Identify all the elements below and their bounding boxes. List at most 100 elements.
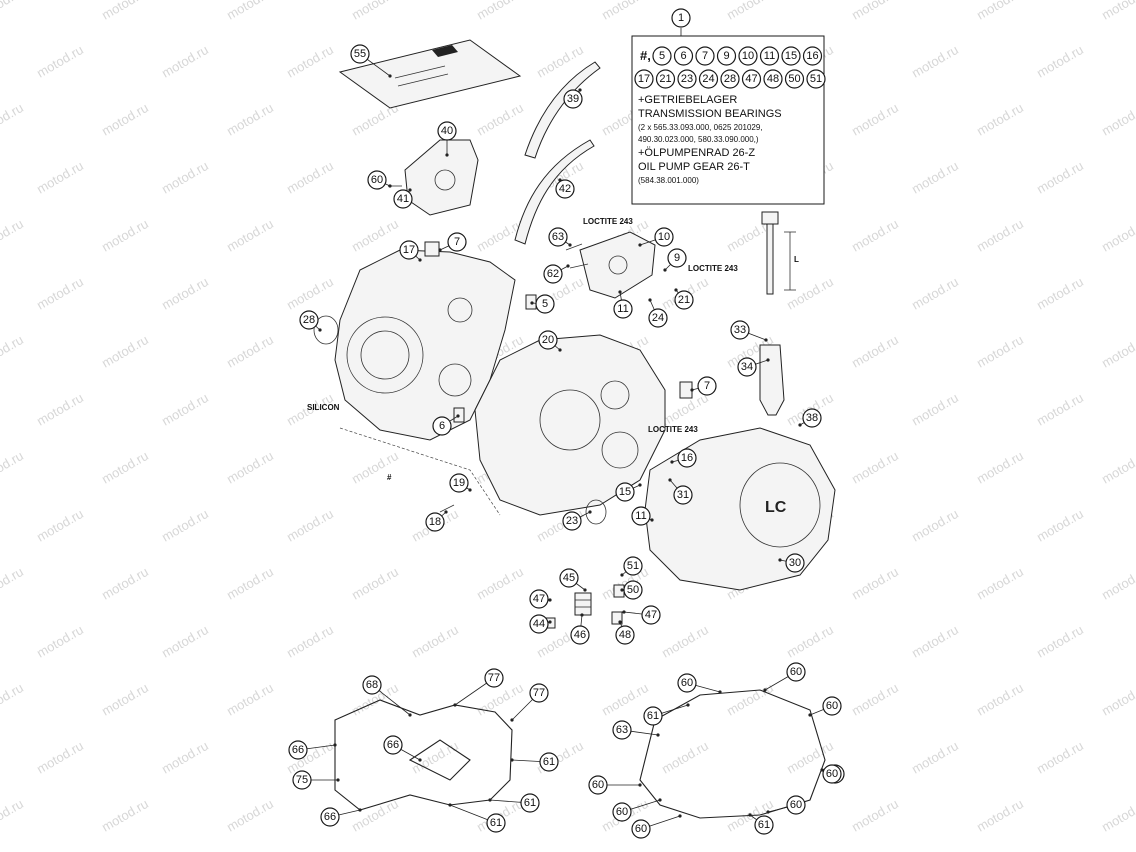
info-box-line: +GETRIEBELAGER	[638, 94, 737, 106]
watermark-text: motod.ru	[224, 448, 276, 487]
watermark-text: motod.ru	[474, 0, 526, 23]
leader-dot	[618, 290, 622, 294]
watermark-text: motod.ru	[909, 738, 961, 777]
callout-label: 33	[734, 324, 746, 336]
kit-item-11: 11	[759, 46, 780, 66]
info-box-line: OIL PUMP GEAR 26-T	[638, 161, 750, 173]
callout-label: 28	[303, 314, 315, 326]
watermark-text: motod.ru	[909, 274, 961, 313]
watermark-text: motod.ru	[849, 216, 901, 255]
watermark-text: motod.ru	[159, 274, 211, 313]
watermark-text: motod.ru	[849, 680, 901, 719]
callout-label: 15	[619, 486, 631, 498]
callout-68: 68	[362, 675, 382, 695]
kit-item-16: 16	[802, 46, 823, 66]
leader-dot	[510, 718, 514, 722]
leader-dot	[678, 814, 682, 818]
kit-item-7: 7	[695, 46, 715, 66]
watermark-text: motod.ru	[1099, 0, 1136, 23]
callout-label: 31	[677, 489, 689, 501]
callout-label: 61	[647, 710, 659, 722]
callout-40: 40	[437, 121, 457, 141]
kit-item-label: 50	[788, 73, 800, 85]
callout-75: 75	[292, 770, 312, 790]
callout-label: 34	[741, 361, 753, 373]
callout-5: 5	[535, 294, 555, 314]
kit-item-50: 50	[784, 69, 805, 89]
watermark-text: motod.ru	[284, 158, 336, 197]
leader-dot	[763, 688, 767, 692]
watermark-text: motod.ru	[34, 738, 86, 777]
leader-dot	[548, 598, 552, 602]
kit-item-15: 15	[781, 46, 801, 66]
watermark-text: motod.ru	[284, 274, 336, 313]
leader-dot	[588, 510, 592, 514]
loctite-note-pump: LOCTITE 243	[583, 217, 633, 226]
callout-label: 60	[681, 677, 693, 689]
callout-77: 77	[529, 683, 549, 703]
callout-label: 66	[292, 744, 304, 756]
leader-dot	[638, 783, 642, 787]
watermark-text: motod.ru	[974, 216, 1026, 255]
kit-item-28: 28	[720, 69, 740, 89]
watermark-text: motod.ru	[784, 622, 836, 661]
kit-item-label: 16	[806, 50, 818, 62]
leader-dot	[566, 264, 570, 268]
leader-dot	[808, 713, 812, 717]
callout-61: 61	[539, 752, 559, 772]
info-box-line: 490.30.023.000, 580.33.090.000,)	[638, 135, 759, 144]
leader-dot	[690, 388, 694, 392]
callout-label: 17	[403, 244, 415, 256]
callout-21: 21	[674, 290, 694, 310]
watermark-text: motod.ru	[224, 0, 276, 23]
watermark-text: motod.ru	[349, 564, 401, 603]
oil-filter-screen	[759, 344, 785, 416]
callout-label: 7	[454, 236, 460, 248]
callout-44: 44	[529, 614, 549, 634]
callout-label: 10	[658, 231, 670, 243]
callout-label: 47	[533, 593, 545, 605]
watermark-text: motod.ru	[99, 0, 151, 23]
leader-dot	[444, 510, 448, 514]
chain-guide-lower	[514, 139, 595, 245]
watermark-text: motod.ru	[909, 506, 961, 545]
kit-item-label: 9	[723, 50, 729, 62]
callout-42: 42	[555, 179, 575, 199]
callout-60: 60	[588, 775, 608, 795]
watermark-text: motod.ru	[659, 738, 711, 777]
kit-item-21: 21	[655, 69, 676, 89]
right-crankcase-half	[474, 334, 666, 516]
leader-dot	[764, 338, 768, 342]
callout-60: 60	[677, 673, 697, 693]
watermark-text: motod.ru	[1099, 448, 1136, 487]
callout-7: 7	[697, 376, 717, 396]
info-box-hash: #,	[640, 48, 651, 63]
callout-label: 63	[616, 724, 628, 736]
watermark-text: motod.ru	[34, 622, 86, 661]
watermark-text: motod.ru	[224, 332, 276, 371]
watermark-text: motod.ru	[909, 42, 961, 81]
leader-dot	[408, 188, 412, 192]
watermark-text: motod.ru	[284, 622, 336, 661]
callout-60: 60	[786, 795, 806, 815]
callout-label: 61	[543, 756, 555, 768]
callout-label: 60	[592, 779, 604, 791]
watermark-text: motod.ru	[99, 216, 151, 255]
callout-label: 55	[354, 48, 366, 60]
callout-66: 66	[383, 735, 403, 755]
watermark-text: motod.ru	[99, 100, 151, 139]
callout-label: 60	[826, 700, 838, 712]
callout-39: 39	[563, 89, 583, 109]
watermark-text: motod.ru	[1034, 506, 1086, 545]
watermark-text: motod.ru	[1099, 680, 1136, 719]
leader-dot	[622, 610, 626, 614]
oil-seal-23	[585, 499, 607, 525]
leader-dot	[656, 733, 660, 737]
callout-20: 20	[538, 330, 558, 350]
leader-dot	[620, 588, 624, 592]
leader-dot	[658, 798, 662, 802]
watermark-text: motod.ru	[474, 564, 526, 603]
callout-label: 18	[429, 516, 441, 528]
leader-dot	[418, 758, 422, 762]
watermark-text: motod.ru	[974, 448, 1026, 487]
